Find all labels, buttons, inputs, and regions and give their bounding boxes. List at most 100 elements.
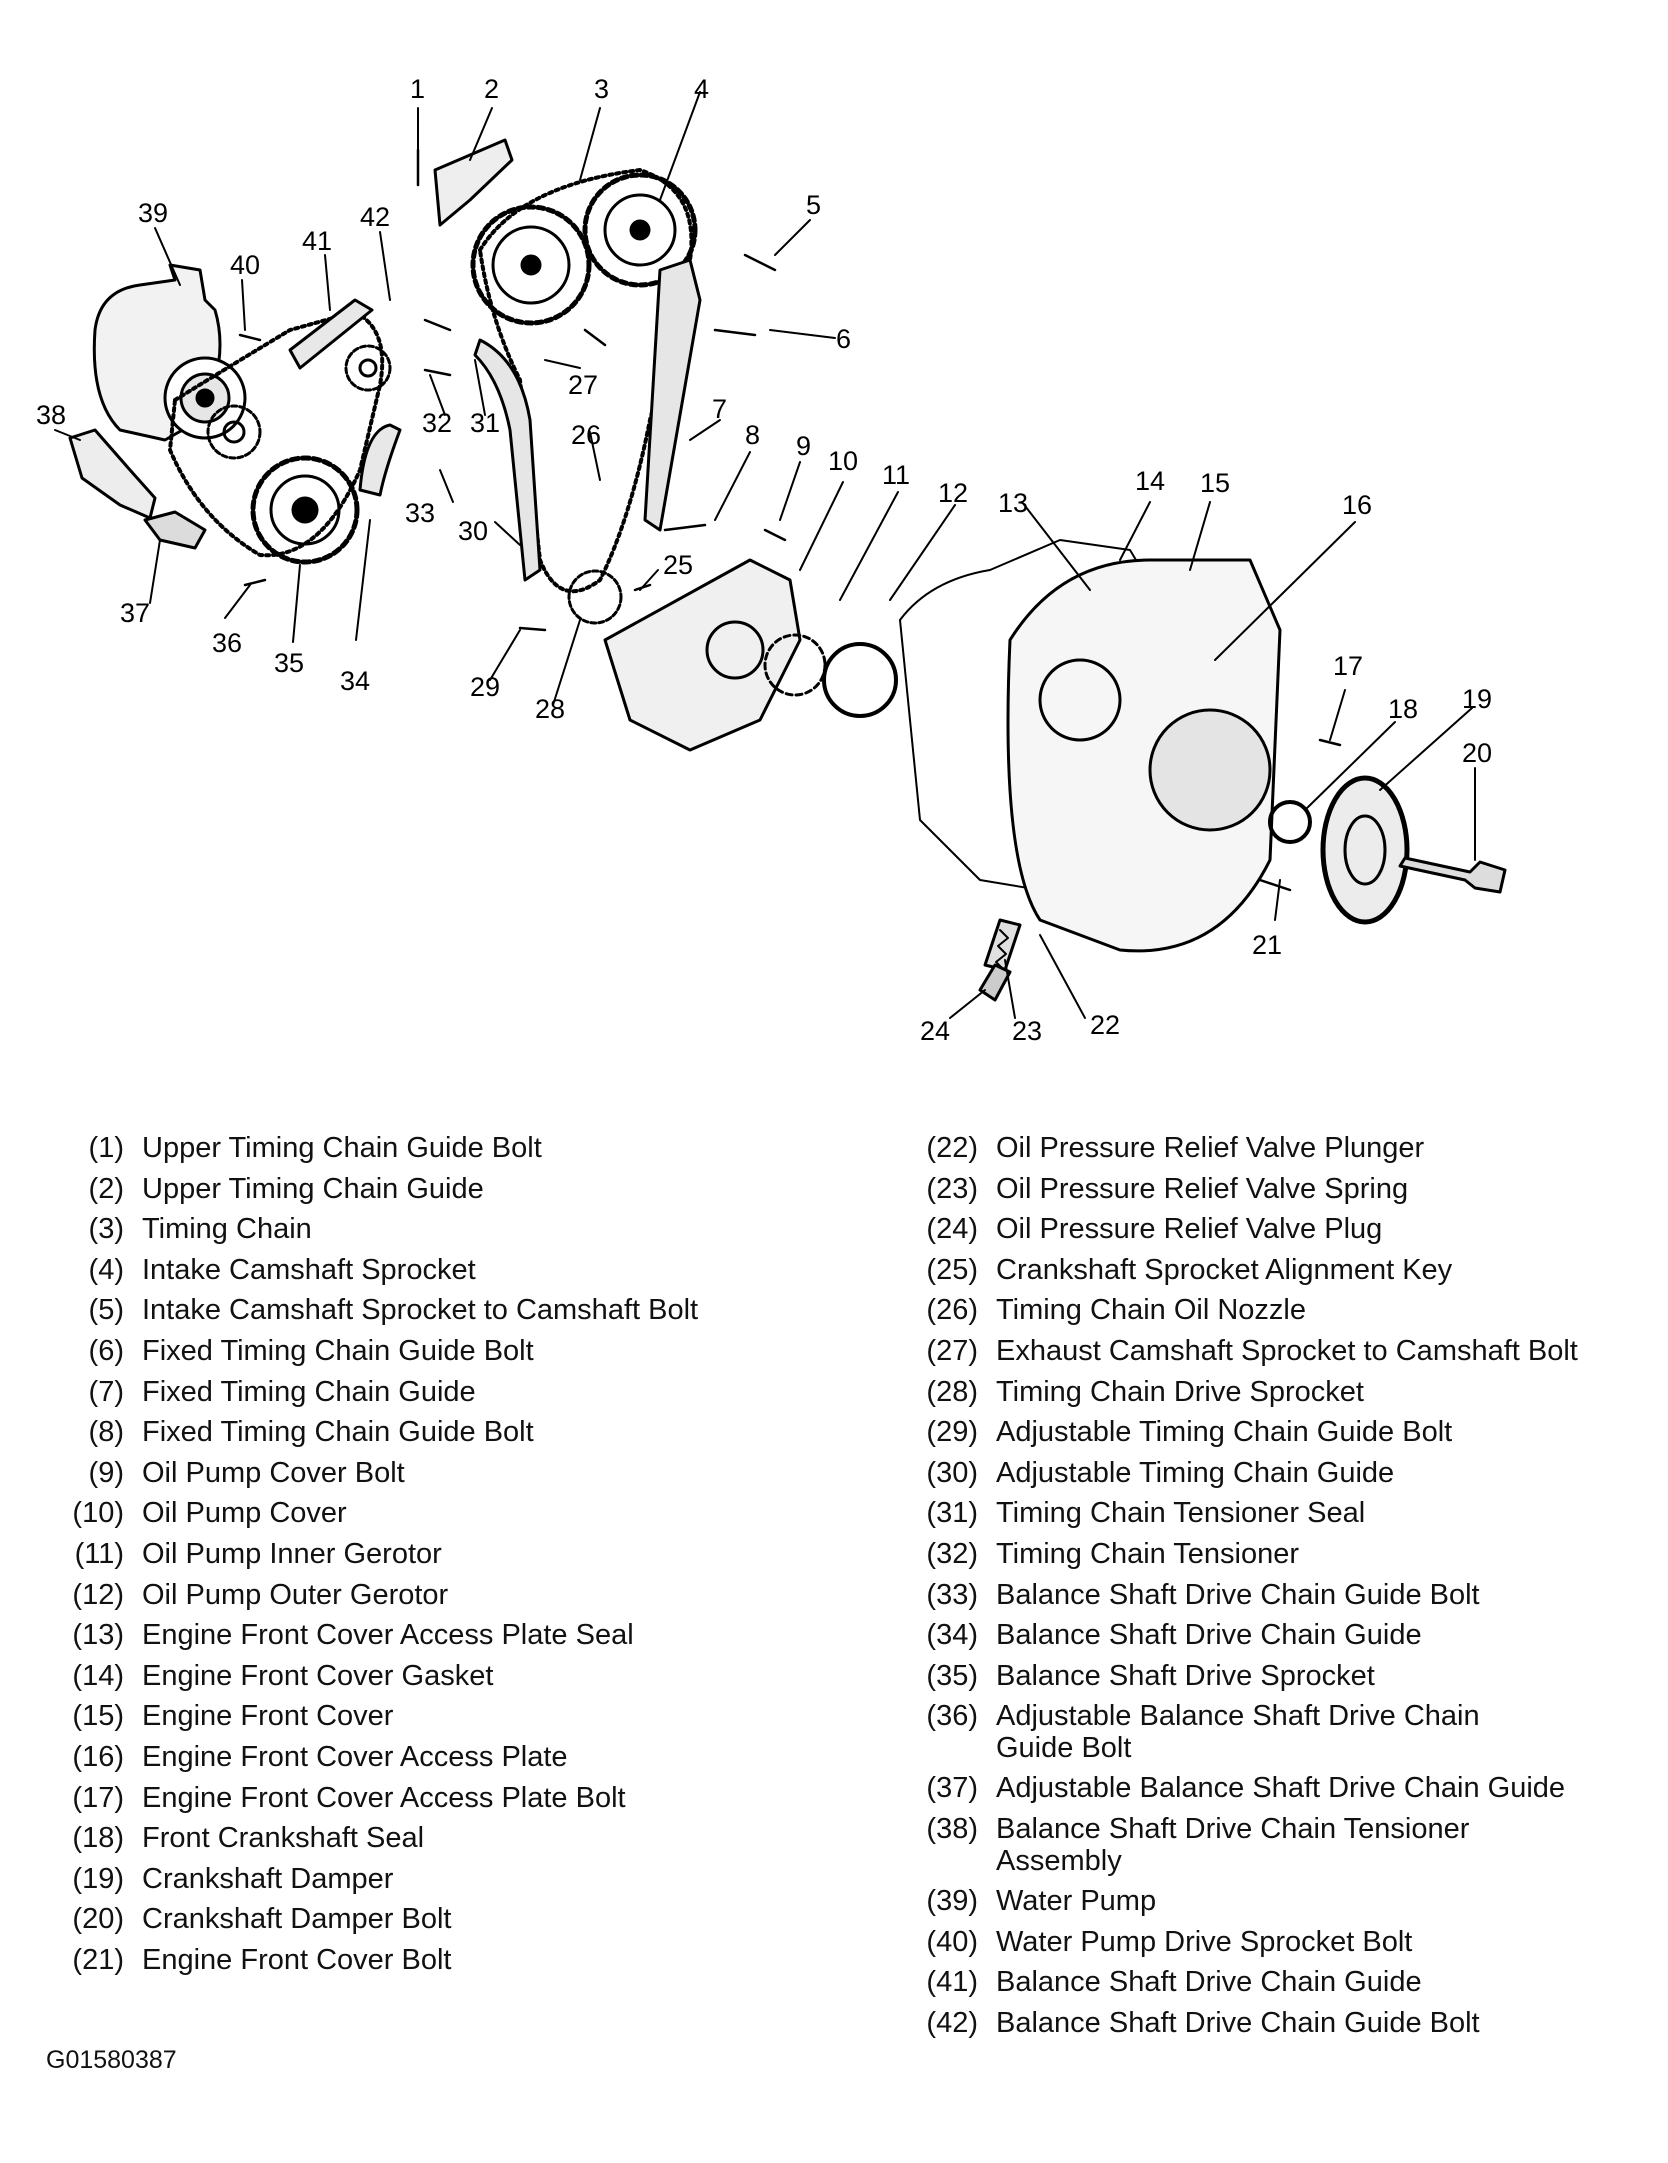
- callout-2: 2: [484, 74, 499, 104]
- leader-lines: [54, 91, 1476, 1019]
- legend-number: (36): [926, 1700, 978, 1733]
- callout-36: 36: [212, 628, 242, 658]
- legend-text: Engine Front Cover: [142, 1700, 394, 1733]
- legend-item: (30)Adjustable Timing Chain Guide: [900, 1453, 1640, 1494]
- legend-text: Timing Chain Tensioner: [996, 1537, 1300, 1570]
- legend-item: (2)Upper Timing Chain Guide: [46, 1169, 806, 1210]
- legend-text: Timing Chain Drive Sprocket: [996, 1375, 1364, 1408]
- legend-left-column: (1) Upper Timing Chain Guide Bolt (2)Uppe…: [46, 1128, 806, 1980]
- legend-text: Timing Chain Oil Nozzle: [996, 1294, 1306, 1327]
- legend-item: (26)Timing Chain Oil Nozzle: [900, 1290, 1640, 1331]
- legend-text: Oil Pump Cover: [142, 1497, 347, 1530]
- callout-29: 29: [470, 672, 500, 702]
- legend-number: (41): [926, 1966, 978, 1999]
- legend-item: (5)Intake Camshaft Sprocket to Camshaft …: [46, 1290, 806, 1331]
- legend-text: Crankshaft Sprocket Alignment Key: [996, 1253, 1453, 1286]
- legend-item: (34)Balance Shaft Drive Chain Guide: [900, 1615, 1640, 1656]
- legend-item: (8)Fixed Timing Chain Guide Bolt: [46, 1412, 806, 1453]
- legend-text: Oil Pump Cover Bolt: [142, 1456, 405, 1489]
- callout-16: 16: [1342, 490, 1372, 520]
- legend-number: (10): [72, 1497, 124, 1530]
- legend-text: Engine Front Cover Access Plate Seal: [142, 1619, 634, 1652]
- crankshaft-seal-drawing: [1268, 800, 1312, 844]
- legend-item: (12) Oil Pump Outer Gerotor: [46, 1575, 806, 1616]
- callout-42: 42: [360, 202, 390, 232]
- callout-15: 15: [1200, 468, 1230, 498]
- legend-text: Water Pump Drive Sprocket Bolt: [996, 1925, 1413, 1958]
- legend-text: Adjustable Timing Chain Guide Bolt: [996, 1416, 1453, 1449]
- cam-sprockets-drawing: [470, 172, 698, 326]
- balance-chain-drawing: [168, 310, 385, 558]
- legend-item: (23) Oil Pressure Relief Valve Spring: [900, 1169, 1640, 1210]
- legend-text: Timing Chain: [142, 1213, 312, 1246]
- legend-item: (24) Oil Pressure Relief Valve Plug: [900, 1209, 1640, 1250]
- legend-text: Upper Timing Chain Guide Bolt: [142, 1132, 542, 1164]
- legend-item: (16)Engine Front Cover Access Plate: [46, 1737, 806, 1778]
- legend-item: (42)Balance Shaft Drive Chain Guide Bolt: [900, 2003, 1640, 2044]
- legend-text: Oil Pressure Relief Valve Plunger: [996, 1132, 1425, 1164]
- callout-35: 35: [274, 648, 304, 678]
- legend-text: Balance Shaft Drive Sprocket: [996, 1659, 1375, 1692]
- legend-text: Intake Camshaft Sprocket: [142, 1253, 476, 1286]
- callout-39: 39: [138, 198, 168, 228]
- legend-number: (6): [88, 1334, 124, 1367]
- legend-number: (11): [74, 1537, 124, 1570]
- callout-4: 4: [694, 74, 709, 104]
- legend-item: (33) Balance Shaft Drive Chain Guide Bolt: [900, 1575, 1640, 1616]
- balance-guide-41-drawing: [288, 298, 374, 370]
- callout-14: 14: [1135, 466, 1165, 496]
- callout-8: 8: [745, 420, 760, 450]
- legend-number: (33): [926, 1578, 978, 1611]
- legend-item: (37)Adjustable Balance Shaft Drive Chain…: [900, 1768, 1640, 1809]
- legend-text: Oil Pressure Relief Valve Plug: [996, 1213, 1383, 1246]
- legend-number: (1): [88, 1132, 124, 1164]
- legend-number: (12): [72, 1578, 124, 1611]
- legend-text: Balance Shaft Drive Chain Guide: [996, 1966, 1422, 1999]
- callout-27: 27: [568, 370, 598, 400]
- callout-33: 33: [405, 498, 435, 528]
- callout-40: 40: [230, 250, 260, 280]
- legend-number: (23): [926, 1172, 978, 1205]
- legend-text: Engine Front Cover Bolt: [142, 1943, 452, 1976]
- callout-13: 13: [998, 488, 1028, 518]
- adjustable-balance-guide-drawing: [143, 510, 207, 550]
- legend-text: Fixed Timing Chain Guide Bolt: [142, 1416, 534, 1449]
- callout-3: 3: [594, 74, 609, 104]
- callout-38: 38: [36, 400, 66, 430]
- legend-number: (20): [72, 1903, 124, 1936]
- legend-item: (31)Timing Chain Tensioner Seal: [900, 1493, 1640, 1534]
- legend-text: Balance Shaft Drive Chain Guide Bolt: [996, 1578, 1480, 1611]
- legend-number: (38): [926, 1812, 978, 1845]
- legend-number: (24): [926, 1213, 978, 1246]
- relief-valve-drawing: [983, 918, 1022, 972]
- front-cover-opening-drawing: [1038, 658, 1122, 742]
- callout-26: 26: [571, 420, 601, 450]
- legend-number: (32): [926, 1537, 978, 1570]
- legend-item: (17)Engine Front Cover Access Plate Bolt: [46, 1778, 806, 1819]
- legend-item: (3)Timing Chain: [46, 1209, 806, 1250]
- legend-item: (28)Timing Chain Drive Sprocket: [900, 1372, 1640, 1413]
- legend-number: (25): [926, 1253, 978, 1286]
- water-pump-drawing: [92, 263, 247, 442]
- callout-28: 28: [535, 694, 565, 724]
- legend-text: Oil Pump Outer Gerotor: [142, 1578, 449, 1611]
- legend-number: (16): [72, 1740, 124, 1773]
- legend-number: (4): [88, 1253, 124, 1286]
- access-plate-drawing: [1148, 708, 1272, 832]
- legend-number: (5): [88, 1294, 124, 1327]
- legend-item: (4) Intake Camshaft Sprocket: [46, 1250, 806, 1291]
- callout-23: 23: [1012, 1016, 1042, 1046]
- exploded-view-diagram: 1 2 3 4 5 6 7 8 9 10 11 12 13 14 15 16 1…: [36, 74, 1507, 1046]
- legend-item: (9)Oil Pump Cover Bolt: [46, 1453, 806, 1494]
- legend-number: (34): [926, 1619, 978, 1652]
- callout-20: 20: [1462, 738, 1492, 768]
- legend-item: (6)Fixed Timing Chain Guide Bolt: [46, 1331, 806, 1372]
- legend-item: (20)Crankshaft Damper Bolt: [46, 1899, 806, 1940]
- callout-11: 11: [882, 460, 910, 490]
- balance-guide-34-drawing: [358, 423, 402, 497]
- legend-number: (21): [72, 1943, 124, 1976]
- legend-number: (14): [72, 1659, 124, 1692]
- legend-text: Oil Pressure Relief Valve Spring: [996, 1172, 1409, 1205]
- legend-text: Exhaust Camshaft Sprocket to Camshaft Bo…: [996, 1334, 1578, 1367]
- callout-21: 21: [1252, 930, 1282, 960]
